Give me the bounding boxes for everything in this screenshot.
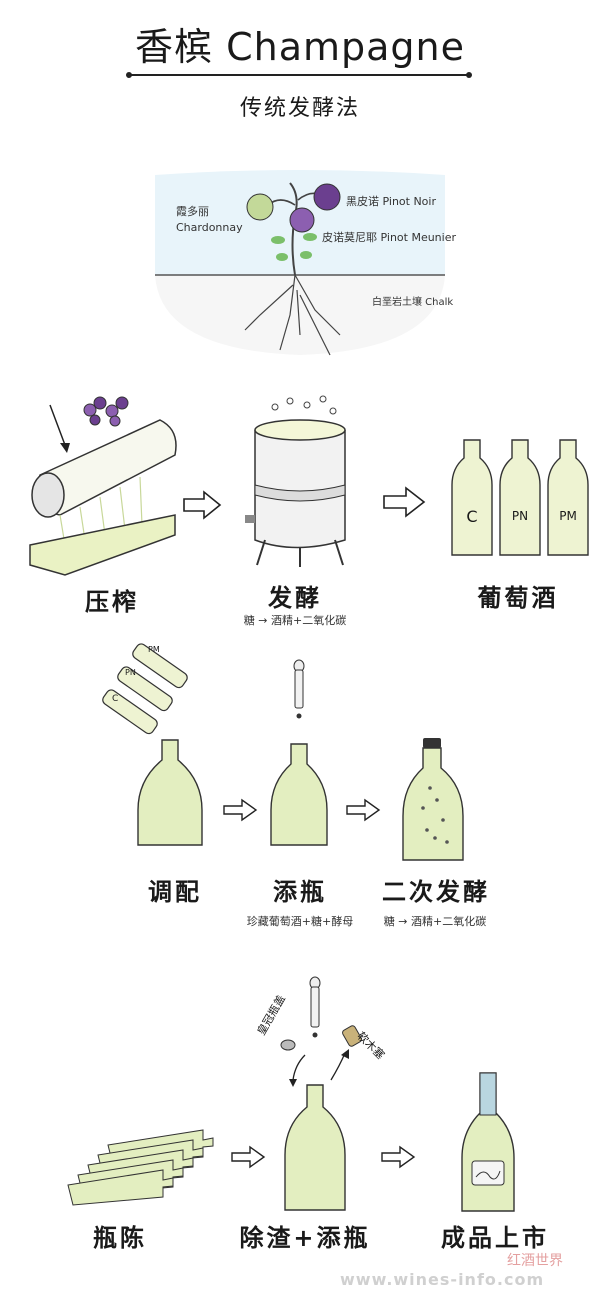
step-press: 压榨 <box>85 588 139 616</box>
step-ferment: 发酵 <box>268 584 322 612</box>
blend-illustration <box>102 643 203 846</box>
grape-chardonnay <box>246 193 274 221</box>
watermark-brand: 红酒世界 <box>507 1253 563 1269</box>
crown-cap <box>280 1039 296 1051</box>
press-illustration <box>29 396 177 576</box>
vine-leaf <box>303 233 317 241</box>
label-chalk: 白垩岩土壤 Chalk <box>372 297 454 308</box>
bottle-pm <box>547 439 589 556</box>
fermentation-tank <box>245 395 346 567</box>
label-pinot-meunier: 皮诺莫尼耶 Pinot Meunier <box>322 231 457 244</box>
bottle-c <box>451 439 493 556</box>
soil-area <box>155 275 445 355</box>
ferment-note: 糖 → 酒精+二氧化碳 <box>243 614 347 627</box>
step-blend: 调配 <box>148 878 202 906</box>
divider-dot-left <box>126 72 132 78</box>
step-market: 成品上市 <box>441 1224 549 1252</box>
step-tirage: 添瓶 <box>273 878 327 906</box>
cork <box>342 1025 362 1047</box>
divider-dot-right <box>466 72 472 78</box>
vine-leaf <box>300 251 312 259</box>
market-bottle <box>461 1072 515 1212</box>
page-title: 香槟 Champagne <box>135 25 465 69</box>
bottle-label-pm: PM <box>559 509 577 523</box>
second-ferment-note: 糖 → 酒精+二氧化碳 <box>383 915 487 928</box>
pour-label-c: C <box>112 694 119 704</box>
title-divider <box>130 74 470 76</box>
bottle-pn <box>499 439 541 556</box>
watermark-url: www.wines-info.com <box>340 1270 545 1289</box>
arrow-right-icon <box>223 798 258 822</box>
vine-leaf <box>271 236 285 244</box>
vine-illustration <box>155 170 445 356</box>
tirage-note: 珍藏葡萄酒+糖+酵母 <box>246 915 354 928</box>
tirage-illustration <box>270 659 328 846</box>
grape-pinot-noir <box>313 183 341 211</box>
vine-roots <box>244 274 341 356</box>
arrow-right-icon <box>346 798 381 822</box>
step-second-ferment: 二次发酵 <box>382 878 490 906</box>
label-pinot-noir: 黑皮诺 Pinot Noir <box>346 195 436 208</box>
aging-bottles <box>67 1129 214 1206</box>
bottle-label-c: C <box>466 507 478 526</box>
arrow-right-icon <box>381 1145 416 1169</box>
disgorge-illustration <box>280 976 362 1211</box>
arrow-right-icon <box>183 490 222 520</box>
bottle-label-pn: PN <box>511 509 529 523</box>
arrow-right-icon <box>231 1145 266 1169</box>
wine-bottles <box>451 439 589 556</box>
arrow-right-icon <box>383 486 426 518</box>
page-subtitle: 传统发酵法 <box>239 96 360 121</box>
vine-leaf <box>276 253 288 261</box>
grape-pinot-meunier <box>289 207 315 233</box>
pour-label-pm: PM <box>148 645 160 654</box>
press-tray <box>29 514 176 576</box>
second-ferment-bottle <box>402 738 464 861</box>
arrow-down <box>49 404 66 446</box>
step-wine: 葡萄酒 <box>477 584 559 612</box>
step-aging: 瓶陈 <box>93 1224 147 1252</box>
step-disgorge: 除渣+添瓶 <box>239 1224 371 1252</box>
label-chardonnay: 霞多丽 Chardonnay <box>176 205 243 234</box>
pour-label-pn: PN <box>125 668 136 677</box>
